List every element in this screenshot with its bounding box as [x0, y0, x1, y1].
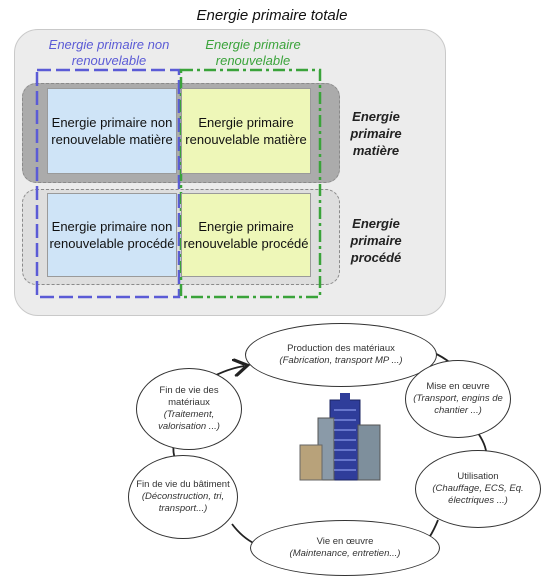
- cycle-node-sub: (Fabrication, transport MP ...): [279, 355, 403, 366]
- cycle-node-title: Utilisation: [457, 471, 499, 482]
- cycle-node-mise-en-oeuvre: Mise en œuvre (Transport, engins de chan…: [405, 360, 511, 438]
- row-label-matiere: Energie primaire matière: [350, 109, 402, 158]
- cycle-node-title: Fin de vie des matériaux: [159, 385, 219, 408]
- row-label-procede: Energie primaire procédé: [350, 216, 402, 265]
- cycle-node-title: Mise en œuvre: [426, 381, 490, 392]
- cell-r-matiere: Energie primaire renouvelable matière: [181, 88, 311, 174]
- header-non-renouvelable: Energie primaire non renouvelable: [48, 37, 170, 68]
- cycle-node-title: Vie en œuvre: [316, 536, 374, 547]
- cell-r-procede: Energie primaire renouvelable procédé: [181, 193, 311, 277]
- cycle-node-fin-de-vie-batiment: Fin de vie du bâtiment (Déconstruction, …: [128, 455, 238, 539]
- cycle-node-sub: (Maintenance, entretien...): [289, 548, 401, 559]
- cell-nr-procede: Energie primaire non renouvelable procéd…: [47, 193, 177, 277]
- cell-nr-matiere: Energie primaire non renouvelable matièr…: [47, 88, 177, 174]
- cycle-node-sub: (Traitement, valorisation ...): [158, 409, 220, 432]
- renouvelable-outline: [179, 68, 322, 299]
- non-renouvelable-outline: [35, 68, 181, 299]
- diagram-title: Energie primaire totale: [196, 7, 348, 24]
- cycle-node-fin-de-vie-materiaux: Fin de vie des matériaux (Traitement, va…: [136, 368, 242, 450]
- cycle-node-title: Production des matériaux: [287, 343, 395, 354]
- cycle-node-utilisation: Utilisation (Chauffage, ECS, Eq. électri…: [415, 450, 541, 528]
- header-renouvelable: Energie primaire renouvelable: [205, 37, 301, 68]
- cycle-node-sub: (Transport, engins de chantier ...): [413, 393, 503, 416]
- cycle-node-sub: (Déconstruction, tri, transport...): [141, 491, 225, 514]
- cycle-node-production: Production des matériaux (Fabrication, t…: [245, 323, 437, 387]
- cycle-node-title: Fin de vie du bâtiment: [136, 479, 230, 490]
- cycle-node-sub: (Chauffage, ECS, Eq. électriques ...): [432, 483, 524, 506]
